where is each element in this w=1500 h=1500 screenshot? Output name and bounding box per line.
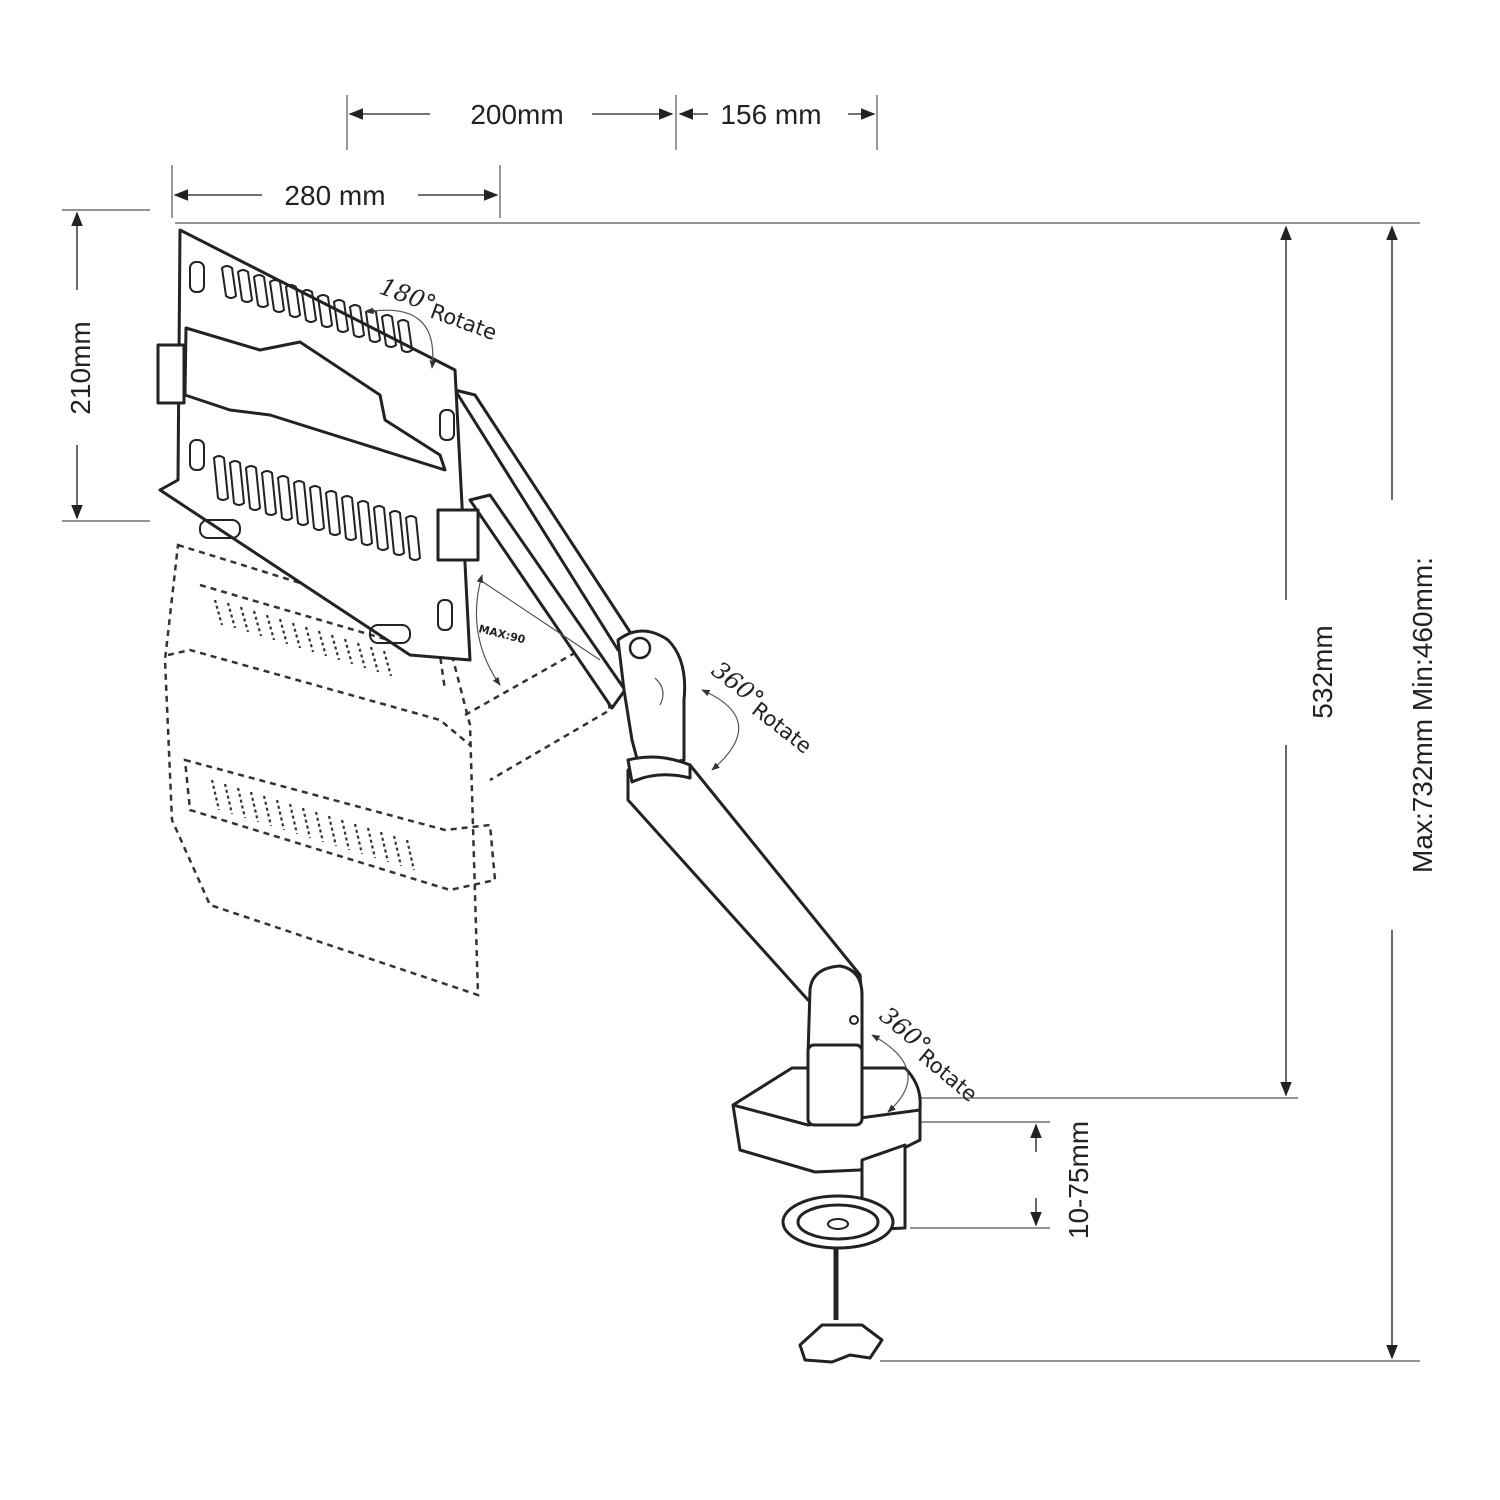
base-plate <box>731 1043 922 1364</box>
laptop-tray <box>156 228 480 662</box>
dimension-210: 210mm <box>62 209 150 522</box>
dim-280-label: 280 mm <box>284 180 385 211</box>
lower-arm <box>626 758 864 1057</box>
tilt-max-label: MAX:90 <box>477 622 527 646</box>
rotate-180-word: Rotate <box>427 299 500 345</box>
dim-210-label: 210mm <box>65 321 96 414</box>
dimension-max-min: Max:732mm Min:460mm: <box>1386 225 1438 1360</box>
dim-clamp-label: 10-75mm <box>1063 1121 1094 1239</box>
rotate-360-pole-word: Rotate <box>914 1044 982 1107</box>
ghost-tray-position <box>163 543 612 997</box>
tilt-indicator: MAX:90 <box>475 574 527 686</box>
rotate-360-joint-word: Rotate <box>747 697 816 758</box>
dimension-532: 532mm <box>1280 225 1338 1097</box>
joint-rotation-indicator: 360° Rotate <box>701 656 816 771</box>
upper-arm <box>453 388 692 784</box>
dimension-200-156: 200mm 156 mm <box>346 95 878 150</box>
dim-532-label: 532mm <box>1307 625 1338 718</box>
dimension-280: 280 mm <box>171 165 501 218</box>
dim-200-label: 200mm <box>470 99 563 130</box>
dim-max-min-label: Max:732mm Min:460mm: <box>1407 557 1438 873</box>
dimension-clamp: 10-75mm <box>910 1121 1094 1239</box>
dim-156-label: 156 mm <box>720 99 821 130</box>
